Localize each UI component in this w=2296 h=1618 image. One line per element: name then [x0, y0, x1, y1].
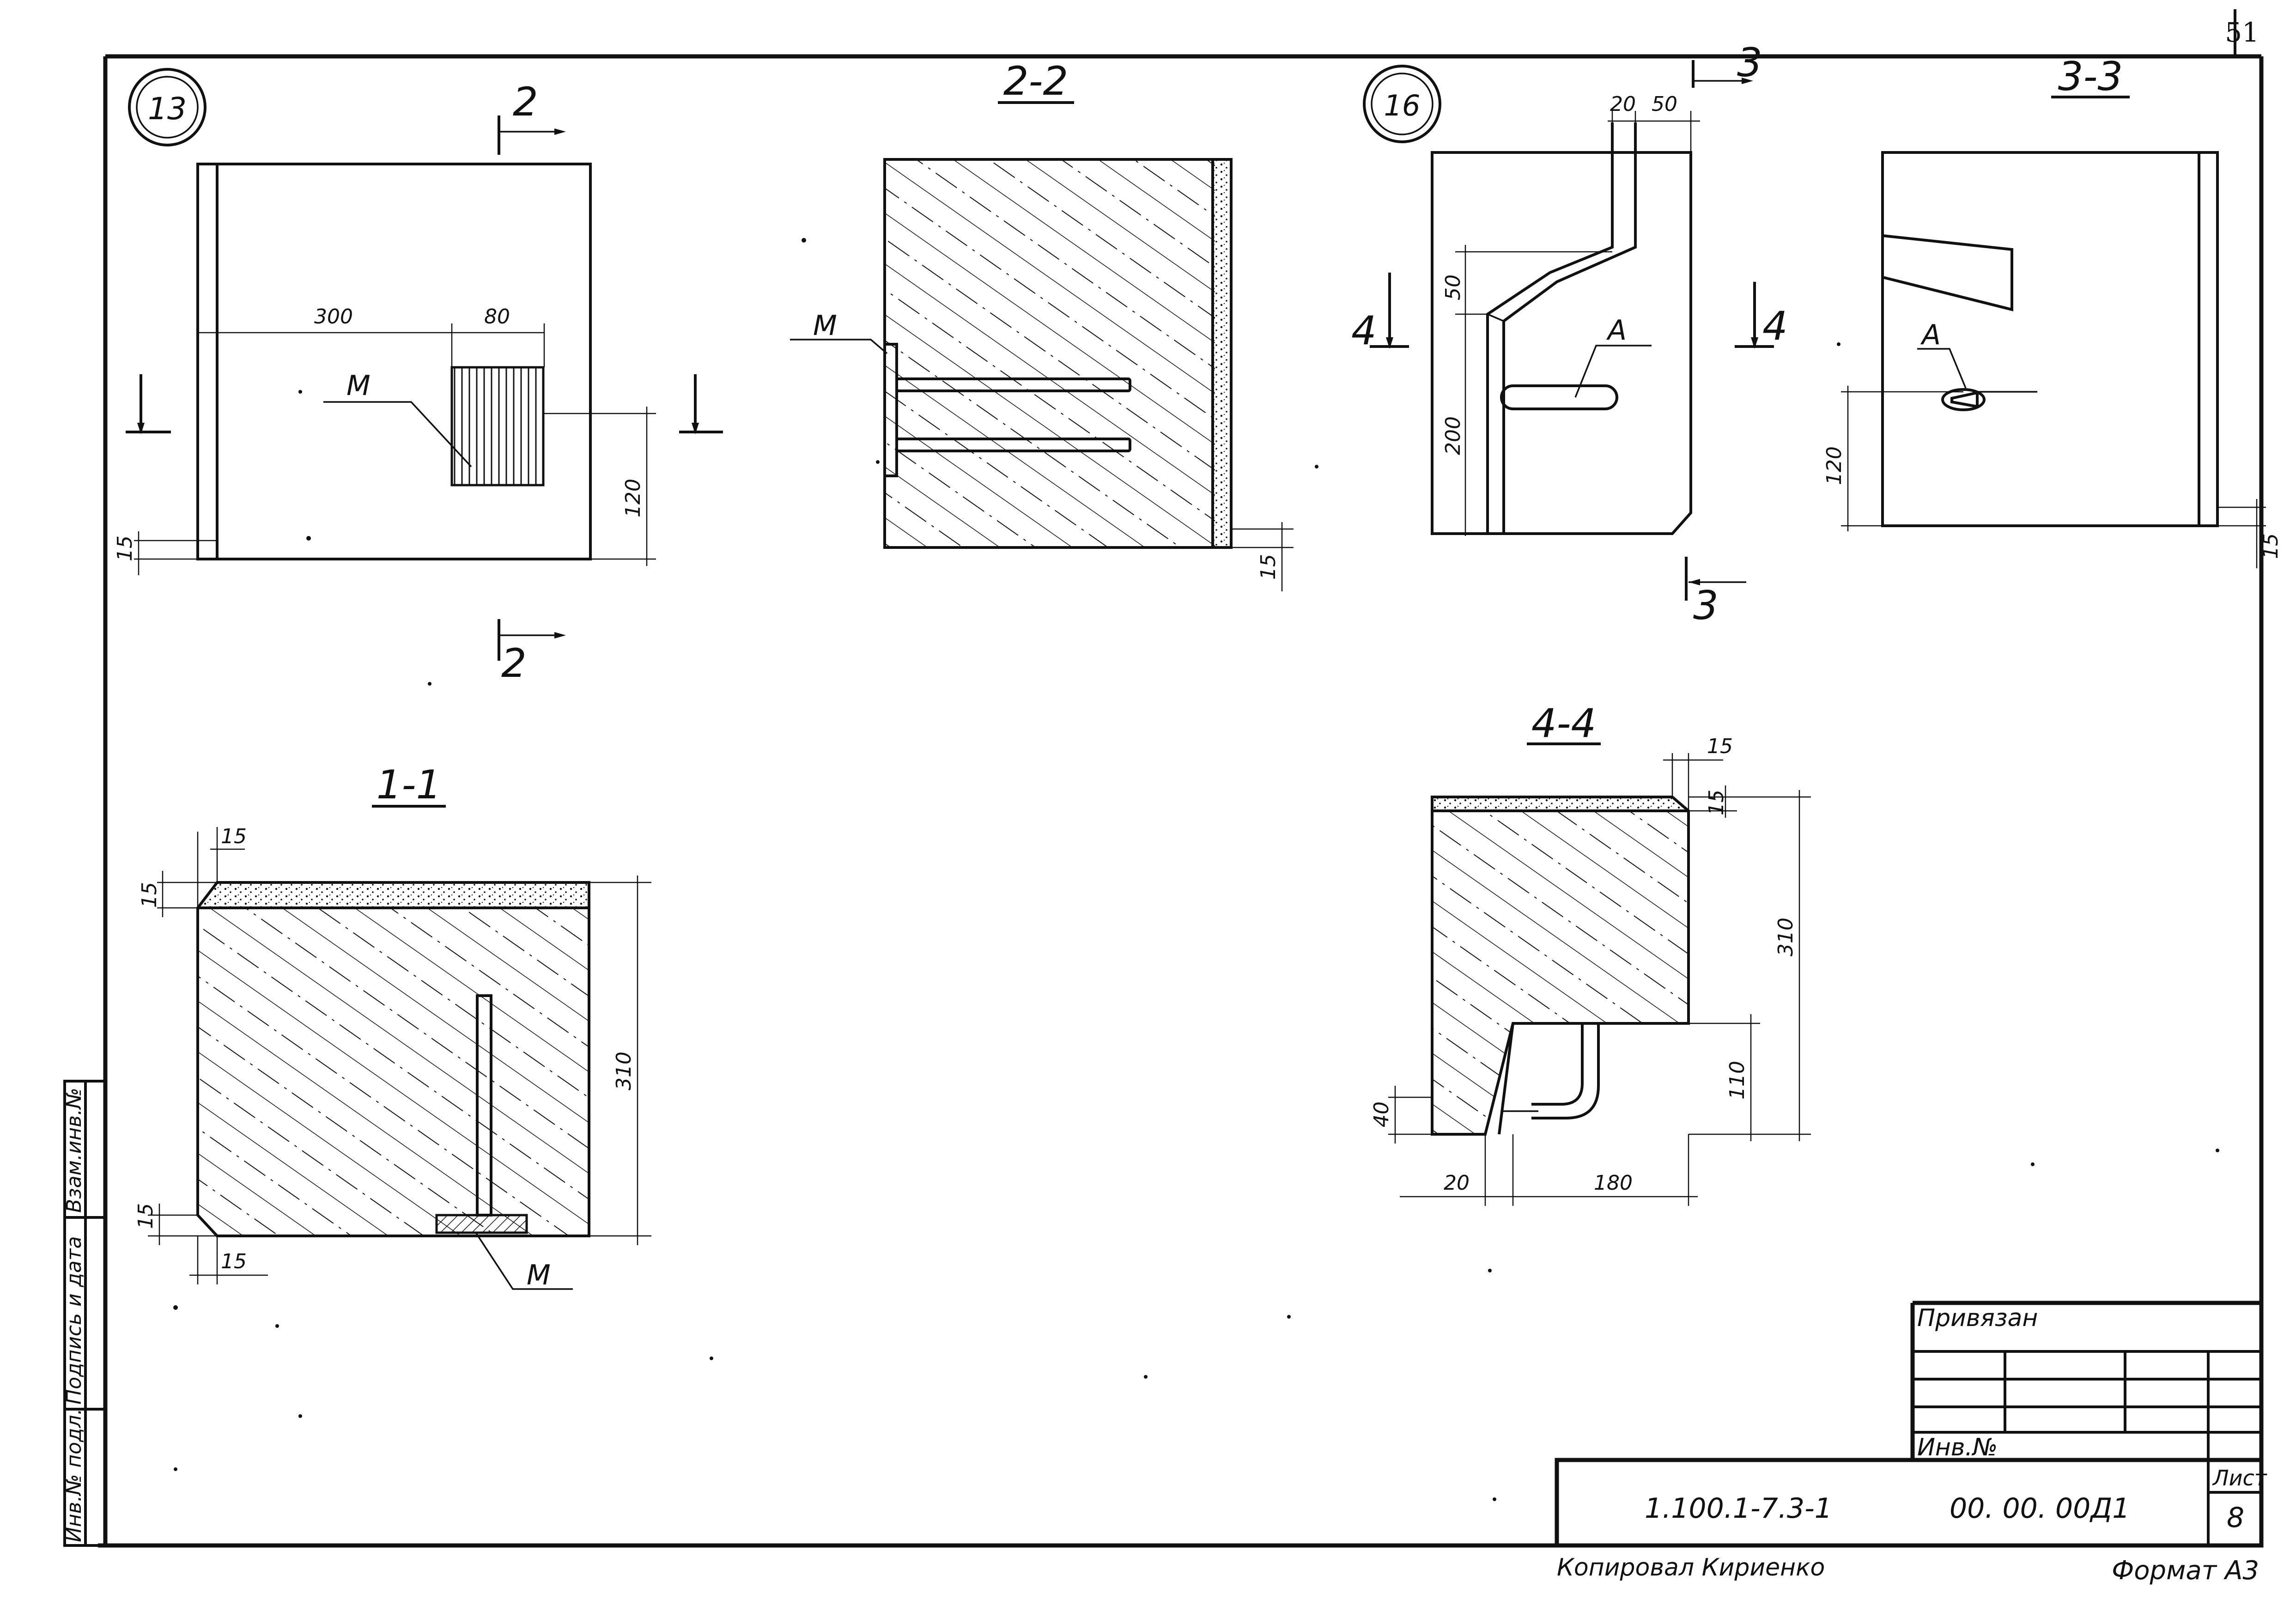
- side-stamp: [63, 1080, 107, 1547]
- section-3-3-label-a: А: [1920, 319, 1941, 351]
- section-2-2-label-m: М: [813, 310, 837, 342]
- section-4-4-dim-310: 310: [1774, 918, 1798, 956]
- format-label: Формат А3: [2112, 1556, 2259, 1586]
- side-stamp-signature: Подпись и дата: [62, 1236, 86, 1405]
- sheet-label: Лист: [2212, 1466, 2267, 1490]
- document-number: 00. 00. 00Д1: [1950, 1492, 2130, 1525]
- section-4-4: [1388, 742, 1811, 1206]
- view-16-cut4-left: 4: [1351, 308, 1377, 354]
- view-16-label-a: А: [1606, 314, 1627, 347]
- section-1-1: [148, 805, 651, 1290]
- section-1-1-dim-15-tl-h: 15: [221, 825, 247, 848]
- attached-label: Привязан: [1917, 1304, 2038, 1332]
- section-4-4-title: 4-4: [1531, 700, 1596, 747]
- section-1-1-dim-15-bl-v: 15: [134, 1203, 158, 1229]
- copied-by: Копировал Кириенко: [1557, 1554, 1825, 1582]
- view-16-cut3-bottom: 3: [1693, 583, 1719, 629]
- section-4-4-dim-110: 110: [1725, 1061, 1749, 1100]
- view-13: [126, 68, 723, 661]
- section-4-4-dim-15-side: 15: [1705, 790, 1728, 815]
- view-16-cut4-right: 4: [1762, 303, 1788, 349]
- page-number: 51: [2225, 17, 2259, 48]
- section-4-4-dim-20: 20: [1444, 1171, 1470, 1195]
- section-2-2-dim-15: 15: [1257, 554, 1280, 580]
- drawing-code: 1.100.1-7.3-1: [1645, 1492, 1832, 1525]
- side-stamp-inventory: Инв.№ подл.: [62, 1408, 86, 1542]
- view-16-marker: 16: [1384, 89, 1421, 122]
- section-2-2: [790, 101, 1294, 591]
- section-1-1-title: 1-1: [377, 762, 441, 808]
- section-1-1-dim-15-tl-v: 15: [138, 882, 161, 908]
- view-16-dim-50-top: 50: [1652, 92, 1677, 116]
- view-13-marker: 13: [148, 91, 187, 127]
- view-13-label-m: М: [346, 370, 371, 402]
- title-block: [1555, 1301, 2264, 1548]
- view-13-cut2-top: 2: [513, 79, 538, 125]
- view-13-dim-80: 80: [484, 305, 510, 328]
- section-4-4-dim-40: 40: [1370, 1101, 1393, 1127]
- section-1-1-dim-15-bl-h: 15: [221, 1250, 247, 1273]
- inventory-label: Инв.№: [1917, 1434, 1998, 1461]
- view-13-dim-120: 120: [621, 479, 645, 517]
- section-3-3-dim-15: 15: [2259, 533, 2283, 559]
- section-4-4-dim-180: 180: [1594, 1171, 1633, 1195]
- section-3-3: [1841, 96, 2266, 568]
- view-16-dim-50-side: 50: [1441, 274, 1465, 300]
- scan-specks: [173, 238, 2219, 1501]
- view-16: [1363, 60, 1774, 601]
- section-4-4-dim-15-top: 15: [1707, 735, 1733, 758]
- section-3-3-title: 3-3: [2058, 54, 2123, 100]
- section-3-3-dim-120: 120: [1822, 446, 1846, 485]
- side-stamp-replacement: Взам.инв.№: [62, 1088, 86, 1213]
- view-13-cut2-bottom: 2: [501, 640, 527, 687]
- section-1-1-dim-310: 310: [612, 1052, 636, 1090]
- section-2-2-title: 2-2: [1003, 58, 1068, 104]
- view-16-cut3-top: 3: [1737, 40, 1762, 86]
- view-13-dim-300: 300: [314, 305, 353, 328]
- section-1-1-label-m: М: [527, 1259, 551, 1291]
- sheet-number: 8: [2227, 1502, 2244, 1534]
- view-16-dim-20: 20: [1610, 92, 1636, 116]
- view-13-dim-15: 15: [113, 535, 137, 561]
- view-16-dim-200: 200: [1441, 416, 1465, 455]
